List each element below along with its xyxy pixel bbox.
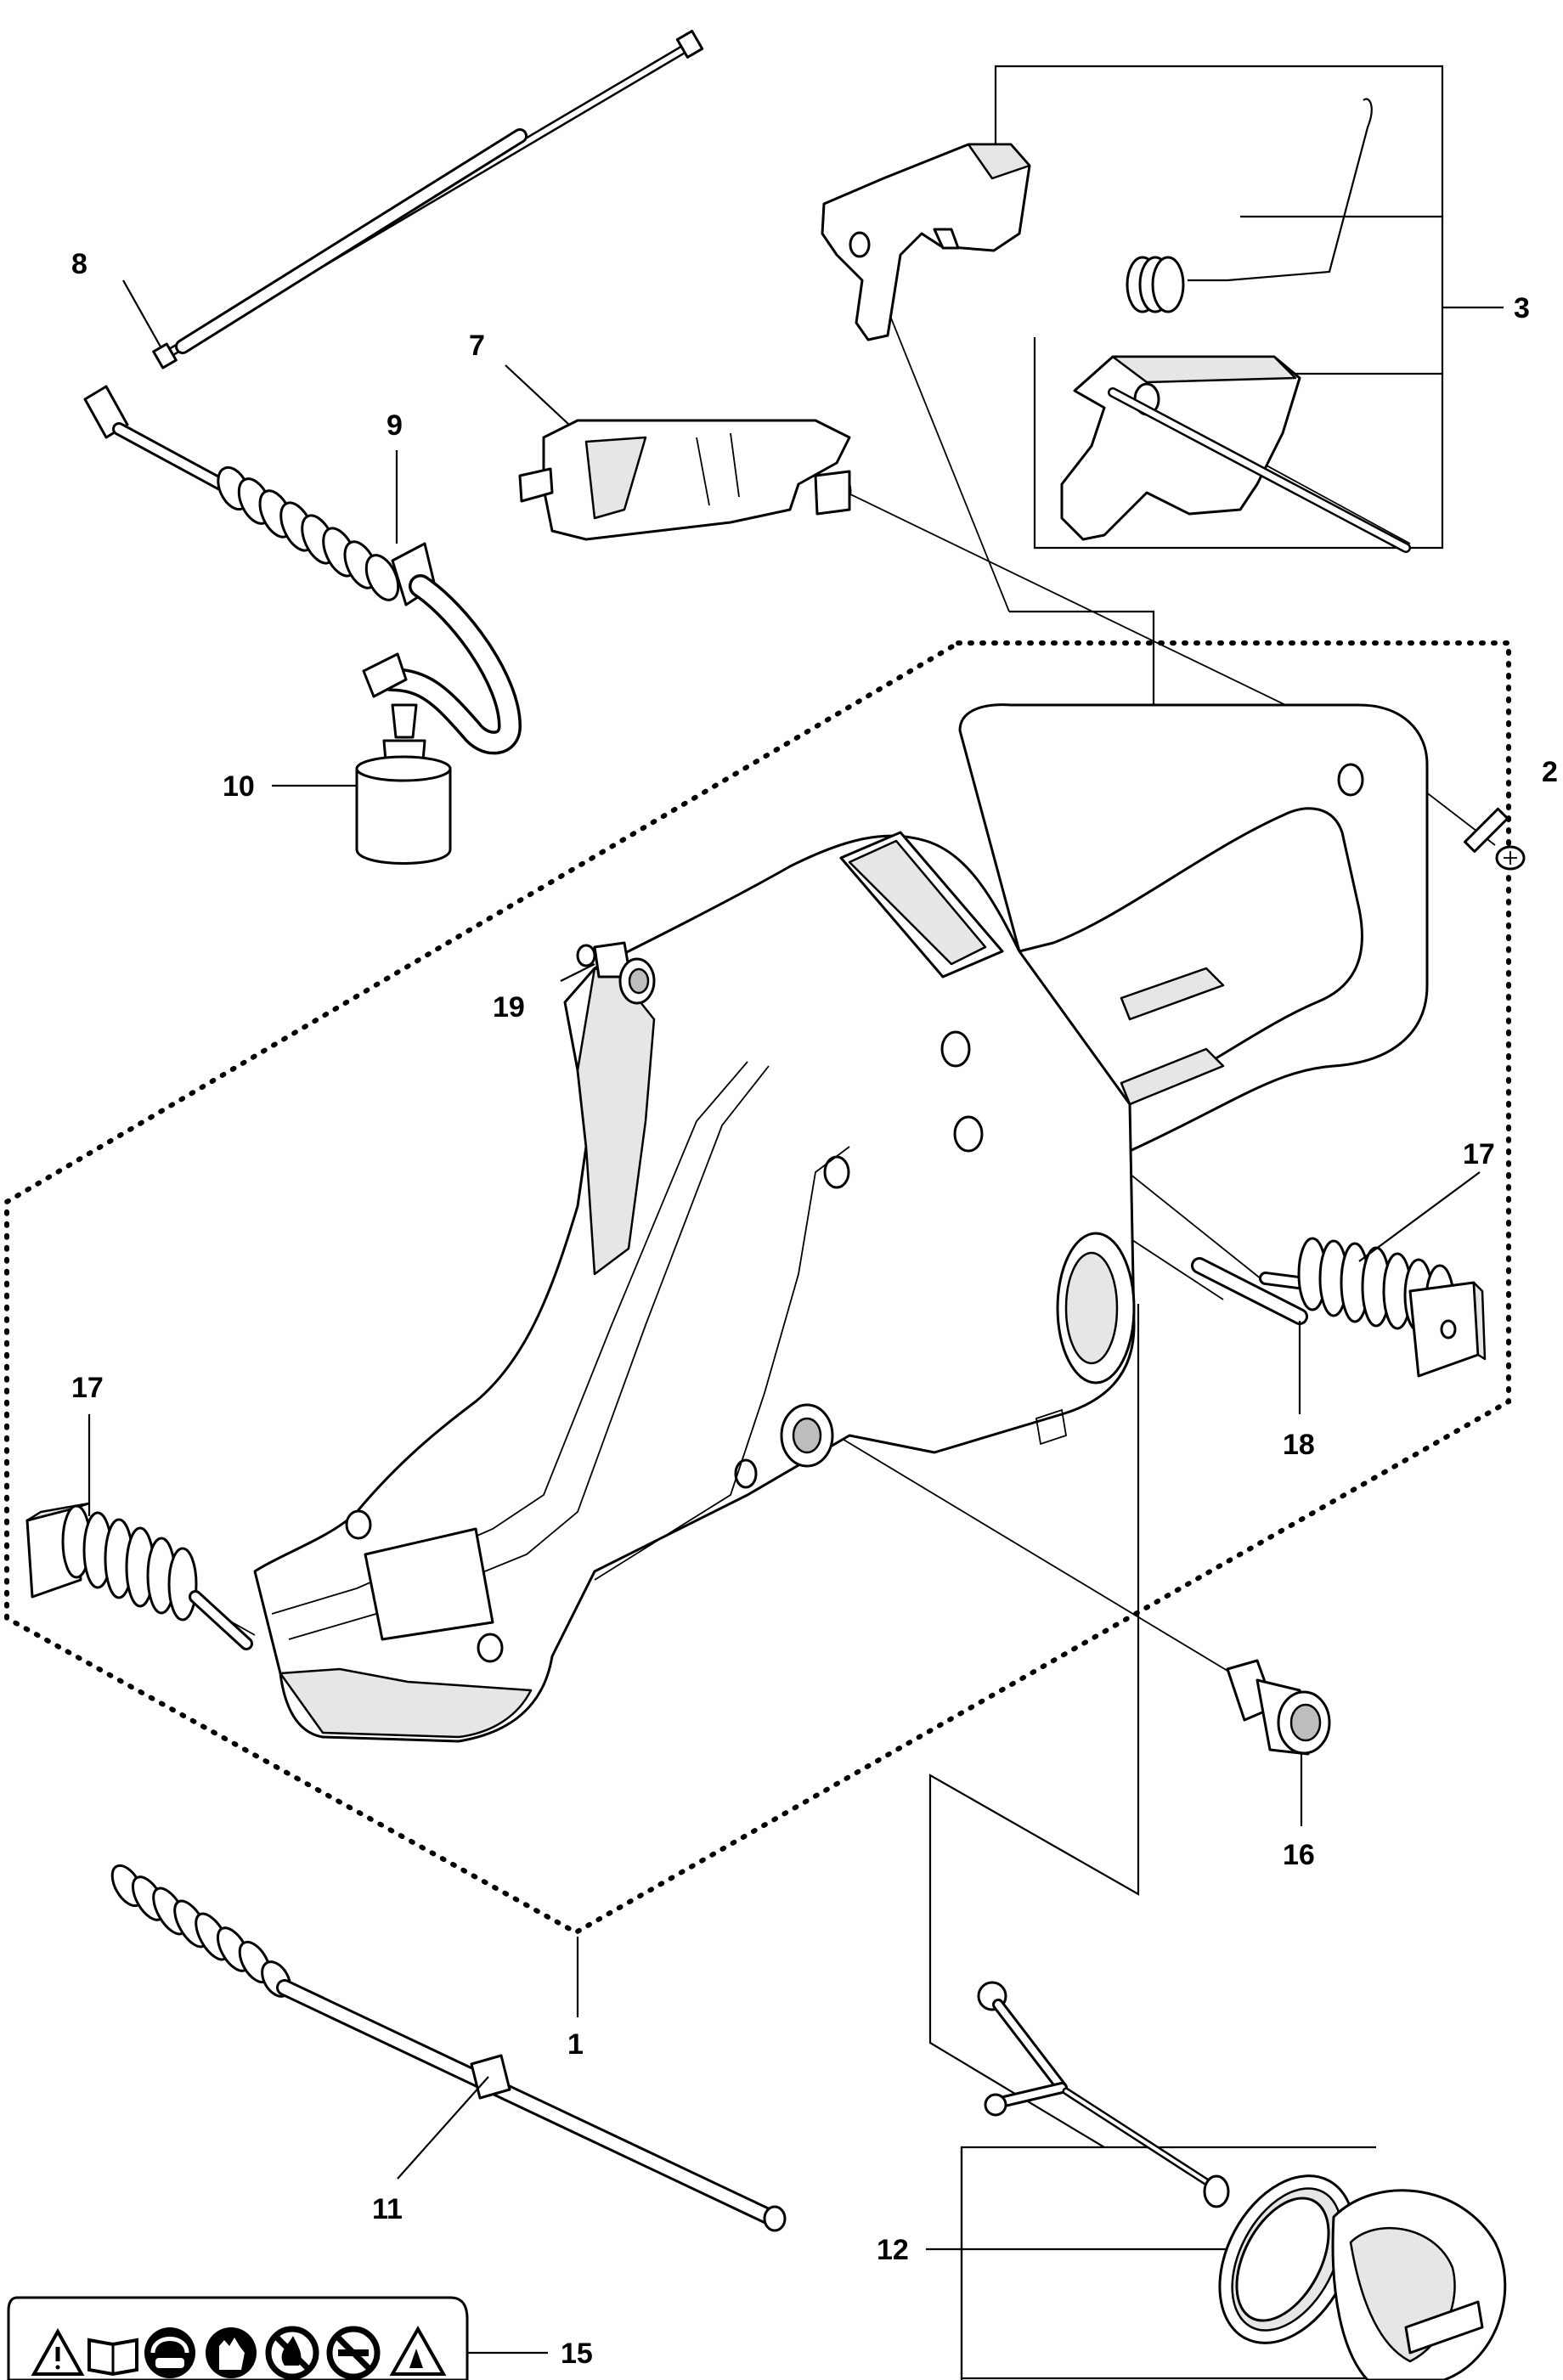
callout-1: 1 <box>567 2028 584 2061</box>
callout-2: 2 <box>1542 756 1558 788</box>
callout-3: 3 <box>1514 292 1530 324</box>
callout-15: 15 <box>561 2338 593 2370</box>
part-11-cable <box>110 1864 787 2232</box>
callout-7: 7 <box>469 330 485 362</box>
part-1-rear-handle <box>253 703 1429 1743</box>
part-10-fuel-filter <box>355 703 452 865</box>
callout-17-right: 17 <box>1463 1138 1495 1170</box>
part-17-av-spring-right <box>1259 1237 1487 1378</box>
part-18-pin <box>1191 1257 1308 1325</box>
glove-icon <box>206 2327 257 2378</box>
callout-8: 8 <box>71 248 87 280</box>
part-19-grommet <box>576 941 656 1005</box>
manual-book-icon <box>87 2338 138 2377</box>
callout-16: 16 <box>1283 1839 1315 1871</box>
callout-10: 10 <box>223 770 255 803</box>
callout-12: 12 <box>877 2234 909 2266</box>
part-3-throttle-lock <box>821 98 1411 553</box>
no-smoking-icon <box>326 2326 381 2380</box>
assembly-boundary <box>4 640 1511 1936</box>
callout-18: 18 <box>1283 1429 1315 1461</box>
part-17-av-spring-left <box>25 1502 253 1650</box>
part-2-screw <box>1464 807 1526 871</box>
fuel-hazard-icon <box>389 2325 447 2376</box>
part-12-fuel-cap <box>977 1981 1507 2380</box>
part-7-trigger <box>518 419 852 541</box>
no-fire-icon <box>265 2326 319 2380</box>
callout-11: 11 <box>372 2193 403 2225</box>
part-9-throttle-cable <box>83 385 522 755</box>
callout-17-left: 17 <box>71 1372 104 1404</box>
part-16-bushing <box>1226 1659 1331 1756</box>
part-8-rod <box>152 30 704 369</box>
hearing-eye-protection-icon <box>144 2327 195 2378</box>
part-15-warning-decal <box>7 2296 469 2380</box>
callout-9: 9 <box>387 409 403 442</box>
callout-19: 19 <box>493 991 525 1024</box>
warning-triangle-icon <box>31 2327 85 2376</box>
